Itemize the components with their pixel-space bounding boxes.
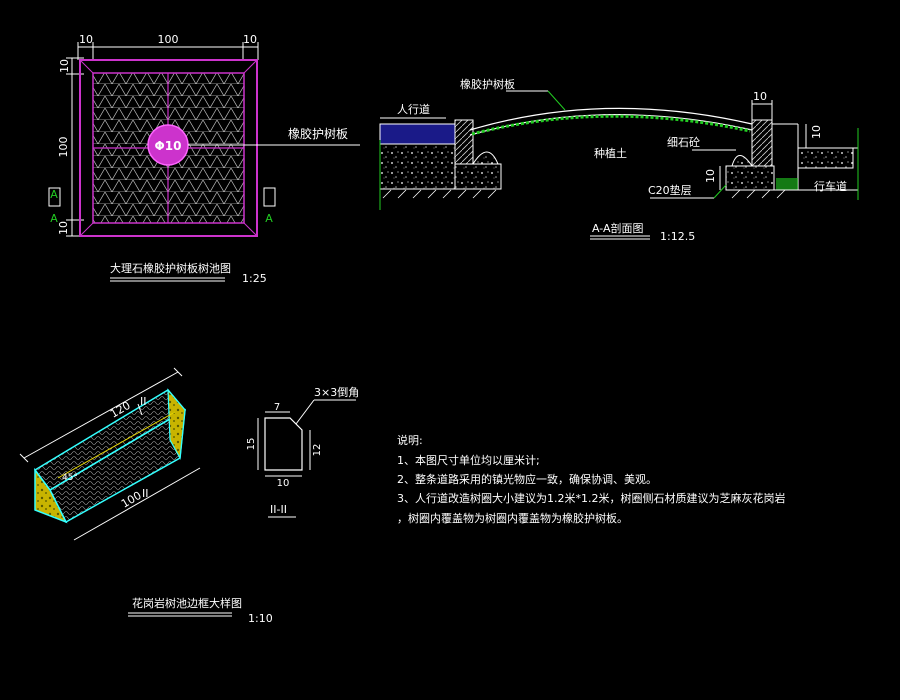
- dim-small: 10: [704, 169, 717, 183]
- notes-heading: 说明:: [397, 433, 423, 447]
- section-title: A-A剖面图: [592, 221, 644, 235]
- sidewalk-base: [379, 143, 456, 190]
- dim-left-top: 10: [58, 59, 71, 73]
- section-a-a: 人行道 橡胶护树板 种植土 10 10 10 细石砼: [379, 77, 859, 243]
- notes-line4: ，树圈内覆盖物为树圈内覆盖物为橡胶护树板。: [397, 511, 628, 525]
- plan-title: 大理石橡胶护树板树池图: [110, 261, 231, 275]
- dim-top-right: 10: [243, 33, 257, 46]
- section-scale: 1:12.5: [660, 230, 695, 243]
- right-curb: [751, 119, 773, 167]
- chamfer-note: 3×3倒角: [314, 386, 359, 399]
- dim-top: 10: [753, 90, 767, 103]
- label-soil: 种植土: [594, 146, 627, 160]
- chamfer-angle: 45°: [62, 473, 78, 483]
- center-label: Φ10: [155, 139, 182, 153]
- curb-end-face: [34, 467, 68, 524]
- ii-dim-top: 7: [274, 402, 280, 413]
- rubber-board: [469, 107, 753, 131]
- notes-line1: 1、本图尺寸单位均以厘米计;: [397, 453, 540, 467]
- notes-line3: 3、人行道改造树圈大小建议为1.2米*1.2米，树圈侧石材质建议为芝麻灰花岗岩: [397, 491, 785, 505]
- sec-mark-top: II: [140, 395, 147, 408]
- notes: 说明: 1、本图尺寸单位均以厘米计; 2、整条道路采用的镇光物应一致，确保协调、…: [397, 433, 785, 525]
- label-sidewalk: 人行道: [397, 102, 430, 116]
- ii-dim-left: 15: [246, 438, 257, 451]
- dim-left-mid: 100: [57, 137, 70, 158]
- ii-label: II-II: [270, 503, 287, 516]
- plan-callout: 橡胶护树板: [288, 126, 348, 141]
- ii-dim-right: 12: [312, 444, 323, 457]
- svg-text:A: A: [50, 188, 58, 201]
- label-c20: C20垫层: [648, 183, 692, 197]
- left-curb: [454, 119, 474, 165]
- label-curb: 细石砼: [667, 136, 700, 149]
- dim-top-left: 10: [79, 33, 93, 46]
- label-rubber-board: 橡胶护树板: [460, 77, 515, 91]
- curb-detail: 120 100 II II 45° 花岗岩树池边框大样图 1:10: [19, 367, 273, 625]
- sec-mark-bot: II: [142, 487, 149, 500]
- label-road: 行车道: [814, 179, 847, 193]
- sidewalk-paving: [379, 123, 456, 145]
- notes-line2: 2、整条道路采用的镇光物应一致，确保协调、美观。: [397, 472, 657, 486]
- svg-text:A: A: [50, 212, 58, 225]
- road-base: [797, 147, 854, 169]
- dim-right: 10: [810, 125, 823, 139]
- section-mark-left: [48, 187, 61, 207]
- dim-left-bot: 10: [57, 221, 70, 235]
- section-mark-right: [263, 187, 276, 207]
- svg-text:A: A: [265, 212, 273, 225]
- dim-top-mid: 100: [158, 33, 179, 46]
- plan-scale: 1:25: [242, 272, 267, 285]
- tree-pit-plan: 10 100 10 10 100 10 Φ10 橡胶护树板 A A A 大理石橡…: [48, 33, 360, 285]
- curb-scale: 1:10: [248, 612, 273, 625]
- curb-profile: [264, 417, 303, 471]
- outer-frame: [79, 59, 258, 237]
- curb-title: 花岗岩树池边框大样图: [132, 596, 242, 610]
- section-ii: 7 15 12 10 3×3倒角 II-II: [246, 386, 359, 518]
- ii-dim-bottom: 10: [277, 478, 290, 489]
